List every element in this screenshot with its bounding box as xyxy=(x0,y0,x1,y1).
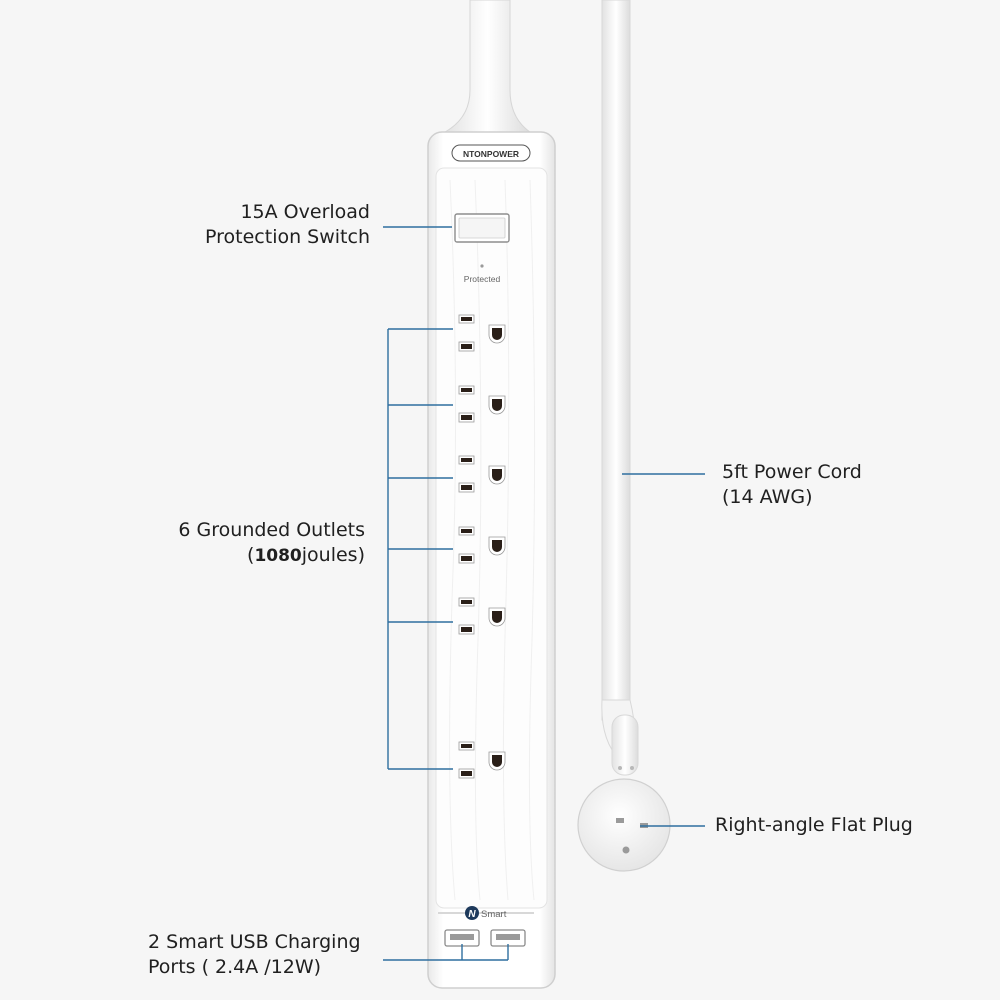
power-cord xyxy=(601,0,639,776)
callout-usb-line1: 2 Smart USB Charging xyxy=(148,931,361,953)
outlet-icon[interactable] xyxy=(458,314,506,352)
callout-usb-line2: Ports ( 2.4A /12W) xyxy=(148,956,322,978)
callout-switch: 15A Overload Protection Switch xyxy=(205,200,370,250)
usb-badge: N Smart xyxy=(465,906,507,920)
callout-switch-line1: 15A Overload xyxy=(240,201,370,223)
outlet-group xyxy=(458,314,506,779)
outlet-icon[interactable] xyxy=(458,741,506,779)
usb-panel: N Smart xyxy=(438,906,534,947)
callout-outlets-joules-value: 1080 xyxy=(254,546,302,566)
protected-indicator-label: Protected xyxy=(464,274,501,284)
protected-led xyxy=(480,264,484,268)
callout-outlets-line1: 6 Grounded Outlets xyxy=(178,519,365,541)
callout-outlets-unit: joules) xyxy=(301,544,365,566)
callout-plug: Right-angle Flat Plug xyxy=(715,813,913,838)
strip-cord-top xyxy=(443,0,532,133)
outlet-icon[interactable] xyxy=(458,455,506,493)
brand-name: NTONPOWER xyxy=(463,149,519,159)
callout-cord-line2: (14 AWG) xyxy=(722,486,813,508)
callout-outlets-line2: (1080joules) xyxy=(178,543,365,569)
usb-port-icon[interactable] xyxy=(490,929,526,947)
usb-badge-text: Smart xyxy=(481,909,507,920)
flat-plug xyxy=(577,766,671,872)
usb-port-icon[interactable] xyxy=(444,929,480,947)
callout-plug-line1: Right-angle Flat Plug xyxy=(715,814,913,836)
callout-outlets-paren: ( xyxy=(247,544,255,566)
outlet-icon[interactable] xyxy=(458,597,506,635)
callout-usb: 2 Smart USB Charging Ports ( 2.4A /12W) xyxy=(148,930,361,980)
outlet-icon[interactable] xyxy=(458,526,506,564)
power-switch-icon[interactable] xyxy=(454,213,510,243)
strip-body xyxy=(427,131,556,989)
callout-cord: 5ft Power Cord (14 AWG) xyxy=(722,460,862,510)
usb-badge-logo: N xyxy=(468,909,476,920)
callout-outlets: 6 Grounded Outlets (1080joules) xyxy=(178,518,365,569)
callout-switch-line2: Protection Switch xyxy=(205,226,370,248)
brand-logo: NTONPOWER xyxy=(451,144,531,162)
outlet-icon[interactable] xyxy=(458,385,506,423)
callout-cord-line1: 5ft Power Cord xyxy=(722,461,862,483)
callout-leader-lines xyxy=(383,226,705,961)
